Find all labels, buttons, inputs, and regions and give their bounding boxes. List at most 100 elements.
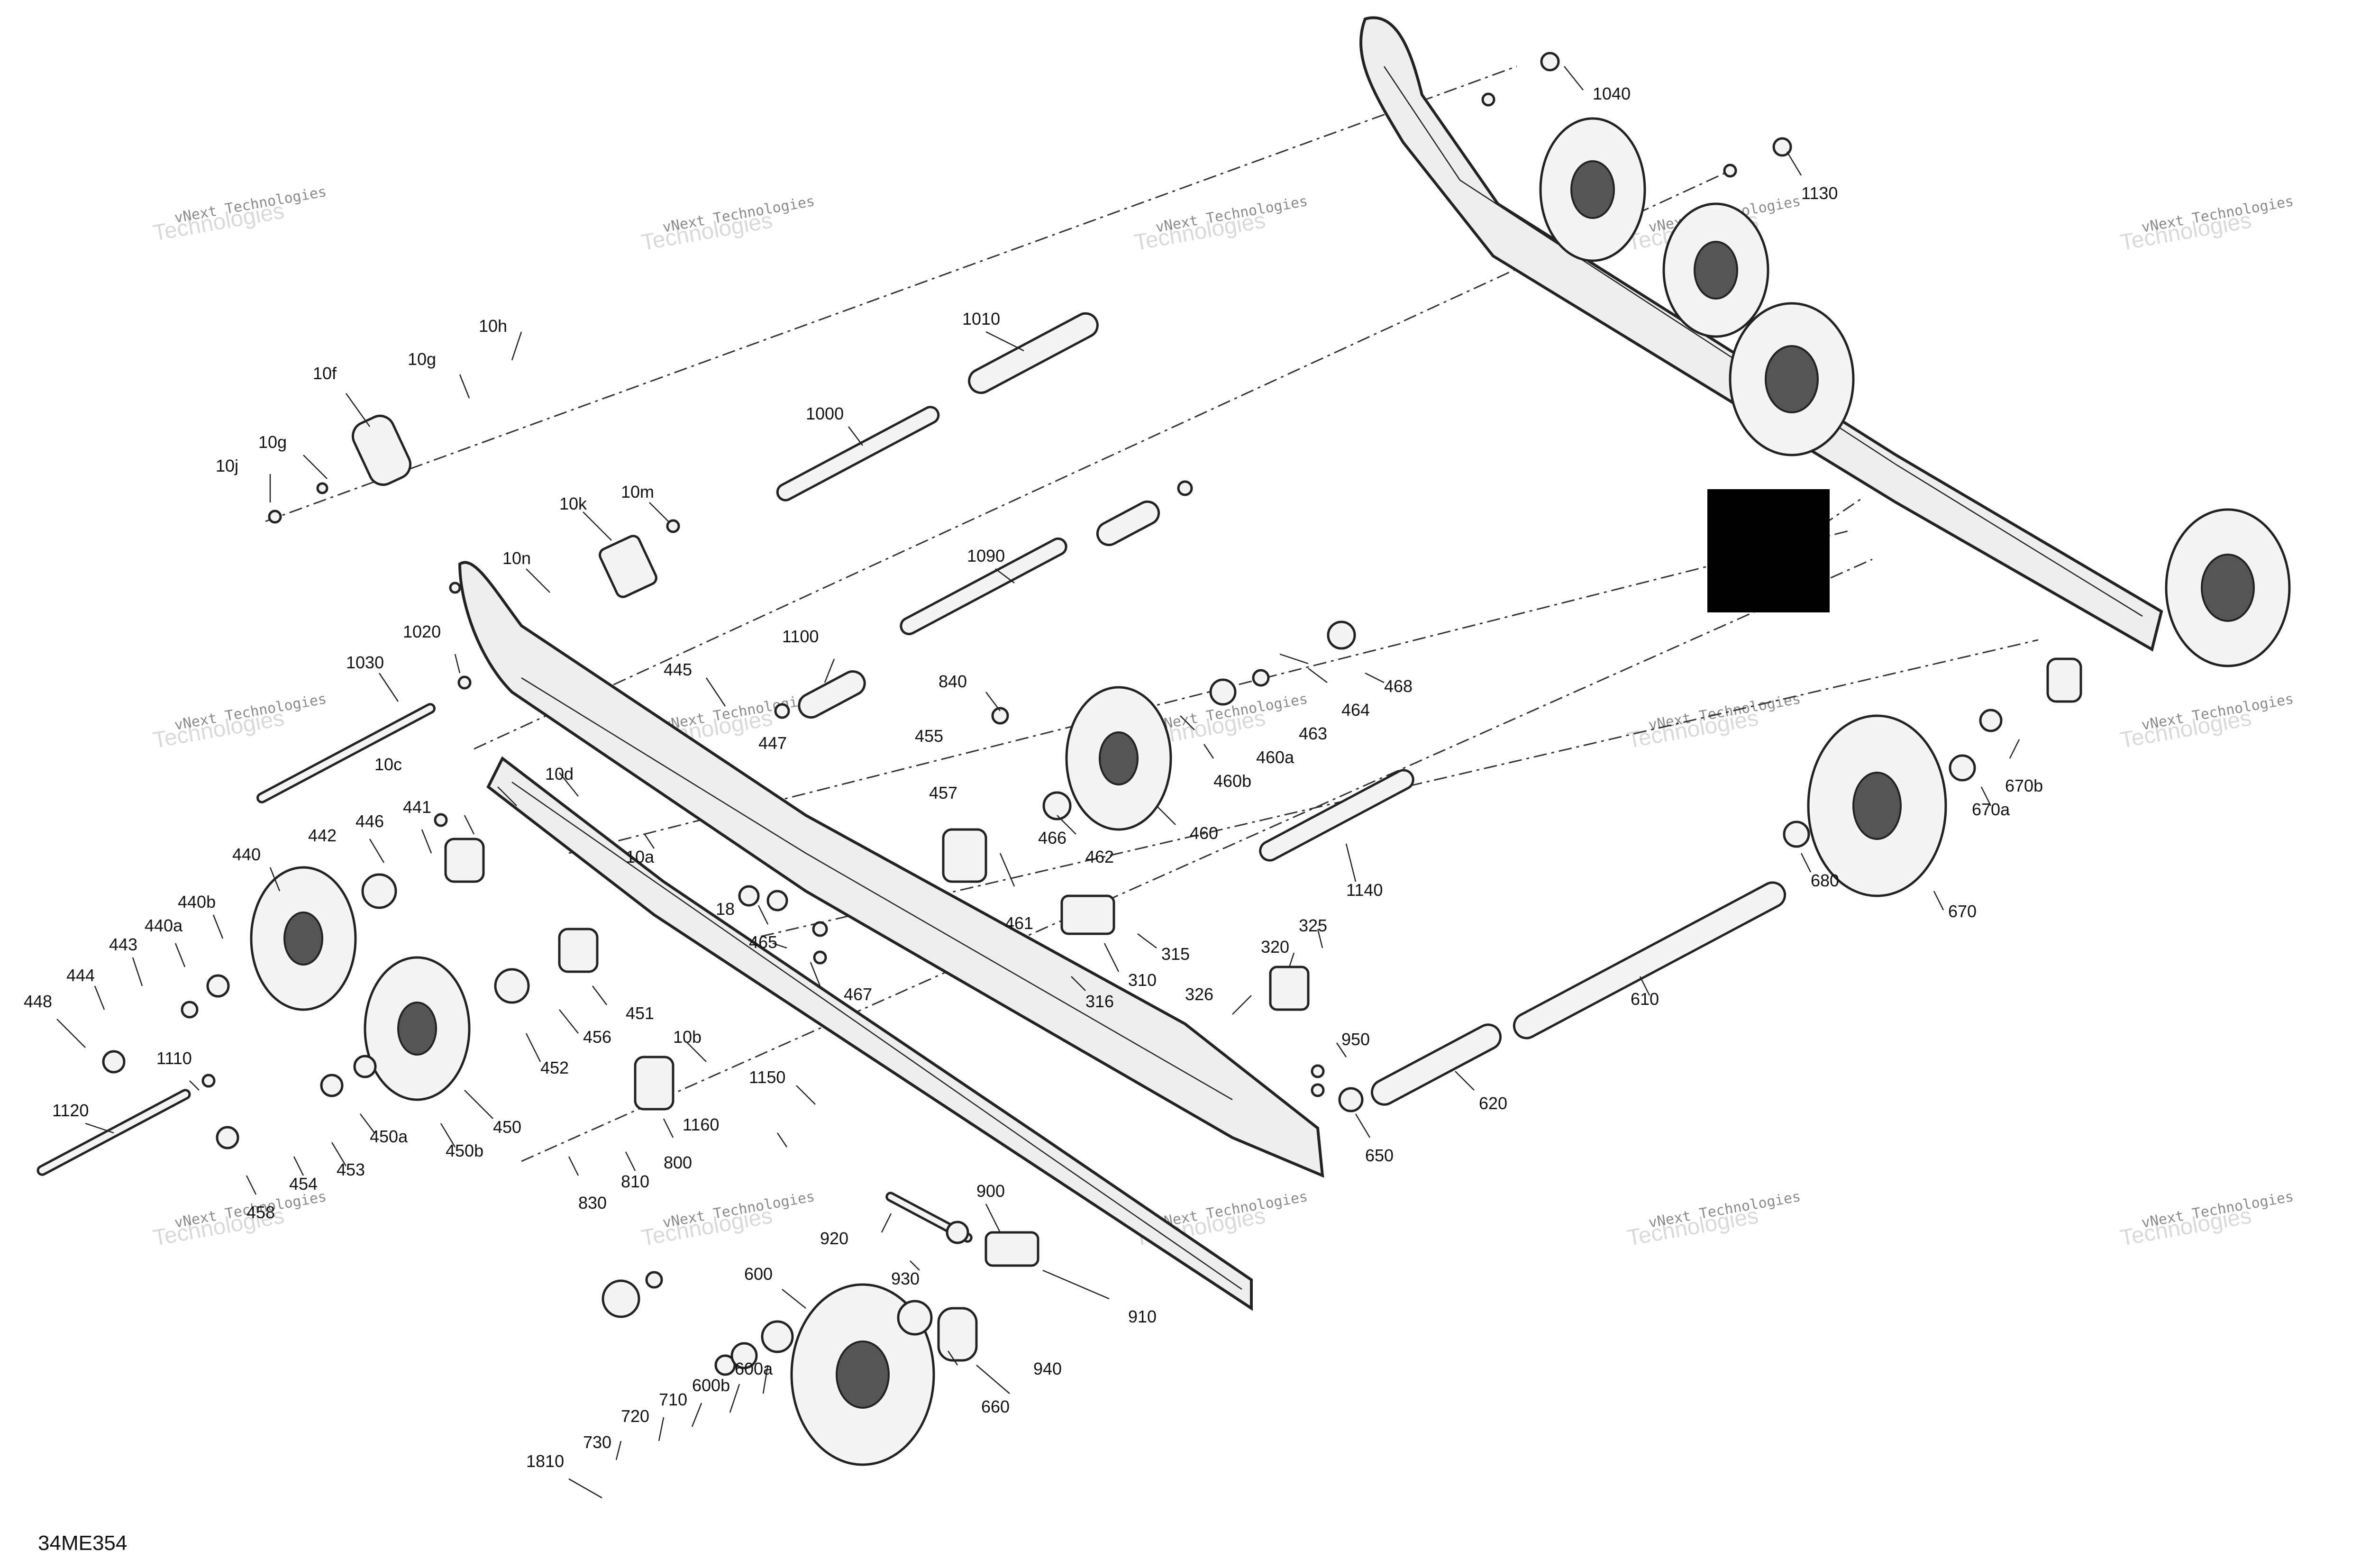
label-320: 320 bbox=[1261, 937, 1289, 957]
rail-wheel bbox=[1662, 202, 1769, 338]
label-10n: 10n bbox=[502, 548, 531, 568]
label-310: 310 bbox=[1128, 970, 1157, 990]
label-10f: 10f bbox=[313, 364, 337, 383]
label-1030: 1030 bbox=[346, 653, 384, 672]
block-900 bbox=[984, 1231, 1039, 1267]
label-600b: 600b bbox=[692, 1376, 730, 1395]
label-660: 660 bbox=[981, 1397, 1010, 1416]
label-446: 446 bbox=[356, 811, 384, 831]
part-labels: 1040 1130 1010 1000 10h 10g 10f 10g 10j … bbox=[24, 84, 2043, 1555]
label-443: 443 bbox=[109, 935, 137, 954]
label-10g-b: 10g bbox=[258, 432, 287, 452]
label-453: 453 bbox=[337, 1160, 365, 1179]
block-310 bbox=[1060, 894, 1115, 935]
label-920: 920 bbox=[820, 1229, 848, 1248]
label-441: 441 bbox=[403, 797, 431, 817]
label-448: 448 bbox=[24, 992, 52, 1011]
label-830: 830 bbox=[578, 1193, 607, 1212]
label-447: 447 bbox=[758, 733, 787, 753]
label-452: 452 bbox=[540, 1058, 569, 1077]
label-316: 316 bbox=[1085, 992, 1114, 1011]
label-10g: 10g bbox=[408, 349, 436, 369]
label-900: 900 bbox=[976, 1181, 1005, 1201]
shaft-1040-area bbox=[1096, 500, 1160, 547]
label-450a: 450a bbox=[370, 1127, 408, 1146]
label-810: 810 bbox=[621, 1172, 649, 1191]
label-10j: 10j bbox=[216, 456, 238, 475]
label-910: 910 bbox=[1128, 1307, 1157, 1326]
label-1810: 1810 bbox=[526, 1451, 564, 1471]
label-450: 450 bbox=[493, 1117, 521, 1137]
shaft-1090 bbox=[900, 537, 1067, 636]
left-rail-upper bbox=[458, 561, 1324, 1178]
label-440a: 440a bbox=[145, 916, 183, 935]
label-18: 18 bbox=[716, 899, 735, 919]
label-451: 451 bbox=[626, 1003, 654, 1023]
shaft-1010 bbox=[968, 312, 1099, 394]
label-10d: 10d bbox=[545, 764, 574, 784]
label-457: 457 bbox=[929, 783, 957, 802]
reference-code: 34ME354 bbox=[38, 1532, 127, 1555]
label-1090: 1090 bbox=[967, 546, 1005, 565]
label-456: 456 bbox=[583, 1027, 611, 1047]
label-1140: 1140 bbox=[1346, 880, 1383, 900]
wheels bbox=[250, 686, 1947, 1466]
label-325: 325 bbox=[1299, 916, 1327, 935]
label-650: 650 bbox=[1365, 1146, 1394, 1165]
label-440: 440 bbox=[232, 845, 261, 864]
label-610: 610 bbox=[1631, 989, 1659, 1009]
label-315: 315 bbox=[1161, 944, 1190, 964]
label-1100: 1100 bbox=[782, 627, 819, 646]
shaft-1100 bbox=[798, 670, 866, 719]
label-466: 466 bbox=[1038, 828, 1066, 848]
wheel-670 bbox=[1807, 714, 1947, 897]
label-326: 326 bbox=[1185, 985, 1213, 1004]
label-460: 460 bbox=[1190, 823, 1218, 843]
wheel-600 bbox=[790, 1283, 935, 1466]
label-800: 800 bbox=[664, 1153, 692, 1172]
rail-wheel bbox=[1539, 117, 1646, 262]
label-680: 680 bbox=[1811, 871, 1839, 890]
label-445: 445 bbox=[664, 660, 692, 679]
label-455: 455 bbox=[915, 726, 943, 746]
label-465: 465 bbox=[749, 932, 777, 952]
block-461 bbox=[942, 828, 987, 883]
label-450b: 450b bbox=[446, 1141, 483, 1160]
shaft-1140 bbox=[1259, 769, 1414, 862]
bracket-10f bbox=[352, 414, 411, 486]
label-1160: 1160 bbox=[683, 1115, 719, 1134]
block-451 bbox=[558, 928, 599, 973]
wheel-450 bbox=[364, 956, 471, 1101]
block-10k bbox=[599, 535, 657, 598]
label-454: 454 bbox=[289, 1174, 318, 1194]
shaft-620 bbox=[1371, 1023, 1502, 1106]
label-720: 720 bbox=[621, 1406, 649, 1426]
label-458: 458 bbox=[246, 1203, 275, 1222]
left-rail-assembly bbox=[458, 561, 1324, 1311]
right-rail bbox=[1359, 16, 2163, 652]
wheel-440 bbox=[250, 866, 357, 1011]
block-320 bbox=[1269, 966, 1310, 1011]
label-467: 467 bbox=[844, 985, 872, 1004]
rail-wheel bbox=[1729, 302, 1855, 456]
label-1000: 1000 bbox=[806, 404, 844, 423]
label-940: 940 bbox=[1033, 1359, 1062, 1378]
label-1040: 1040 bbox=[1593, 84, 1631, 103]
redaction-block bbox=[1707, 489, 1830, 612]
label-670: 670 bbox=[1948, 902, 1977, 921]
label-600: 600 bbox=[744, 1264, 773, 1284]
label-1120: 1120 bbox=[52, 1101, 89, 1120]
label-10a: 10a bbox=[626, 847, 655, 866]
wheel-460 bbox=[1065, 686, 1172, 831]
